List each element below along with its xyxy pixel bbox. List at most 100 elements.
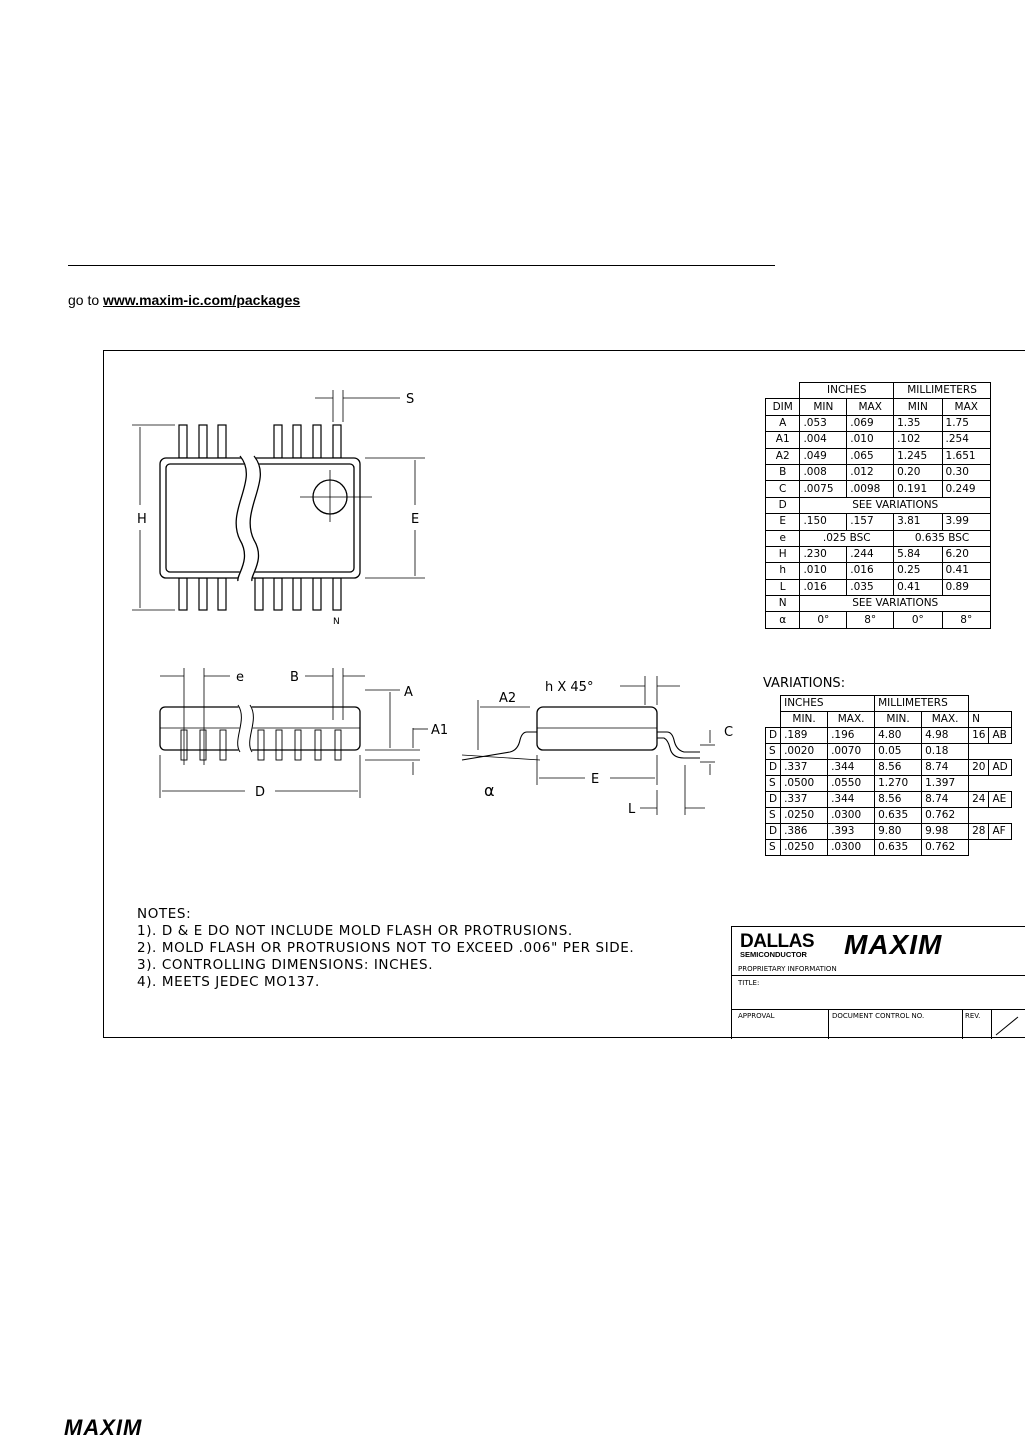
table-cell: 0° (893, 611, 943, 629)
table-cell: 8.56 (874, 759, 923, 776)
end-view (461, 676, 715, 815)
table-cell: A2 (764, 447, 801, 465)
dallas-wordmark: DALLAS (740, 931, 815, 952)
doc-control-label: DOCUMENT CONTROL NO. (832, 1012, 925, 1020)
maxim-logo: MAXIM (844, 929, 943, 960)
label-h-x-45: h X 45° (545, 680, 593, 695)
table-cell: 9.98 (921, 823, 970, 840)
label-A: A (404, 685, 413, 700)
table-cell: .016 (846, 562, 895, 580)
empty-cell (969, 840, 989, 856)
table-cell: .0500 (780, 775, 829, 792)
table-cell: .102 (893, 431, 943, 449)
column-header-row: MIN.MAX.MIN.MAX.N (766, 711, 1012, 728)
table-row: A1.004.010.102.254 (764, 431, 992, 449)
pin-count: 20 (968, 759, 990, 776)
table-cell: .012 (846, 463, 895, 482)
table-cell: D (764, 759, 782, 776)
table-cell: .344 (827, 759, 876, 776)
table-cell: N (764, 595, 801, 613)
label-D: D (255, 785, 265, 800)
column-header: DIM (764, 398, 801, 416)
table-cell: 8° (846, 611, 895, 629)
group-header: INCHES (799, 381, 895, 400)
label-E-end: E (591, 772, 599, 787)
empty-cell (969, 776, 989, 792)
group-header: MILLIMETERS (893, 381, 991, 400)
goto-prefix: go to (68, 292, 100, 308)
table-cell: D (764, 823, 782, 840)
table-cell: A1 (764, 431, 801, 449)
empty-cell (766, 696, 781, 712)
table-cell: .254 (941, 431, 992, 449)
column-header: MAX. (827, 711, 876, 728)
table-cell: .069 (846, 414, 895, 433)
label-H: H (137, 512, 147, 527)
table-cell: .0300 (827, 807, 876, 824)
table-cell: 0.18 (921, 743, 970, 760)
table-cell: H (764, 545, 801, 564)
header-rule (68, 265, 775, 266)
label-alpha: α (484, 781, 495, 800)
table-cell: 3.99 (941, 513, 992, 531)
table-cell: 6.20 (941, 545, 992, 564)
packages-link-line: go to www.maxim-ic.com/packages (68, 292, 300, 308)
note-2: 2). MOLD FLASH OR PROTRUSIONS NOT TO EXC… (137, 940, 635, 956)
table-cell: .025 BSC (799, 529, 895, 547)
label-E-top: E (411, 512, 419, 527)
footer-maxim-logo: MAXIM (64, 1415, 143, 1440)
table-cell: S (764, 839, 782, 856)
drawing-frame (103, 350, 1025, 1038)
label-A1: A1 (431, 723, 448, 738)
empty-cell (989, 808, 1011, 824)
table-cell: S (764, 743, 782, 760)
notes: NOTES: 1). D & E DO NOT INCLUDE MOLD FLA… (137, 906, 634, 991)
table-cell: .230 (799, 545, 848, 564)
pin-count: 16 (968, 727, 990, 744)
variation-code: AB (988, 727, 1012, 744)
packages-link[interactable]: www.maxim-ic.com/packages (103, 292, 301, 308)
table-cell: 0.30 (941, 463, 992, 482)
label-S: S (406, 392, 414, 407)
pin-count: 28 (968, 823, 990, 840)
table-cell: L (764, 578, 801, 597)
table-cell: .0075 (799, 480, 848, 498)
table-cell: .008 (799, 463, 848, 482)
table-cell: .065 (846, 447, 895, 465)
table-cell: 0.41 (941, 562, 992, 580)
table-cell: .049 (799, 447, 848, 465)
table-cell: .0250 (780, 807, 829, 824)
label-B: B (290, 670, 299, 685)
note-1: 1). D & E DO NOT INCLUDE MOLD FLASH OR P… (137, 923, 573, 939)
label-C: C (724, 725, 733, 740)
empty-cell (989, 744, 1011, 760)
variation-code: AD (988, 759, 1012, 776)
column-header: MAX (941, 398, 992, 416)
column-header: MIN (893, 398, 943, 416)
table-cell: .244 (846, 545, 895, 564)
empty-cell (969, 808, 989, 824)
table-cell: .0300 (827, 839, 876, 856)
table-cell: 8.74 (921, 791, 970, 808)
variations-title: VARIATIONS: (763, 676, 846, 691)
rev-label: REV. (965, 1012, 981, 1020)
empty-cell (766, 712, 781, 728)
table-cell: 0.191 (893, 480, 943, 498)
table-cell: .344 (827, 791, 876, 808)
label-N: N (333, 617, 340, 627)
group-header: MILLIMETERS (874, 695, 970, 712)
table-cell: .337 (780, 759, 829, 776)
label-A2: A2 (499, 691, 516, 706)
table-cell: e (764, 529, 801, 547)
table-cell: .035 (846, 578, 895, 597)
